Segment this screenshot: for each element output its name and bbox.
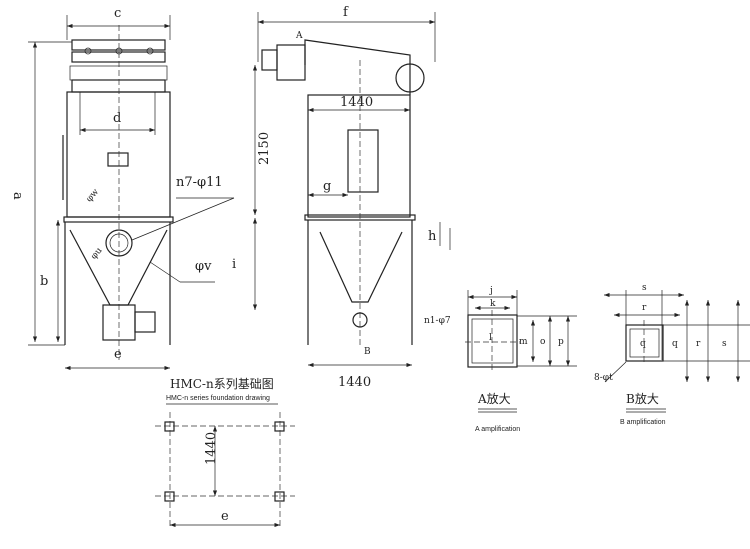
dim-k-label: k [490,299,496,309]
detail-b: s r q q r s 8-φt B放大 B amplification [594,283,750,426]
dim-j-label: j [489,286,493,296]
front-view: c d a b e n7-φ11 φw φu φv [10,6,235,371]
side-view: f A 1440 2150 g h i B 1440 [232,5,451,390]
dim-b-label: b [40,274,48,289]
dim-1440-top: 1440 [340,95,373,110]
detail-b-title-cn: B放大 [626,391,659,406]
holes-note-a: n1-φ7 [424,316,451,326]
dim-m-label: m [519,337,528,347]
dim-f-label: f [343,5,349,20]
dim-o-label: o [540,337,545,347]
dim-i-label: i [232,257,236,272]
foundation-title-en: HMC-n series foundation drawing [166,395,270,402]
foundation-dim-e: e [221,509,229,524]
dim-q-center-label: q [640,339,646,349]
dim-e-label: e [114,347,122,362]
dim-s-top-label: s [642,283,647,293]
dim-r-label: r [696,339,701,349]
detail-a-title-cn: A放大 [477,391,511,406]
dim-d-label: d [113,111,121,126]
dim-1440-bottom: 1440 [338,375,371,390]
detail-a-title-en: A amplification [475,426,520,433]
detail-b-title-en: B amplification [620,419,666,426]
foundation-dim-1440: 1440 [204,432,219,465]
dim-p-label: p [558,337,564,347]
holes-note-b: 8-φt [594,373,613,383]
dim-c-label: c [114,6,121,21]
dia-v-label: φv [195,259,212,274]
dia-w-label: φw [84,187,101,204]
dim-l-label: l [489,333,492,343]
foundation-title-cn: HMC-n系列基础图 [170,377,274,391]
detail-a: j k l n1-φ7 m o p A放大 A amplification [424,286,577,433]
dim-q-label: q [672,339,678,349]
dim-s-label: s [722,339,727,349]
foundation-drawing: HMC-n系列基础图 HMC-n series foundation drawi… [155,377,295,528]
marker-a: A [295,31,303,41]
dim-a-label: a [10,192,25,200]
holes-note: n7-φ11 [176,175,223,190]
dim-g-label: g [323,179,331,194]
marker-b: B [364,347,371,357]
dim-2150-label: 2150 [257,132,272,165]
dia-u-label: φu [89,246,105,262]
dim-h-label: h [428,229,437,244]
dim-r-top-label: r [642,303,647,313]
